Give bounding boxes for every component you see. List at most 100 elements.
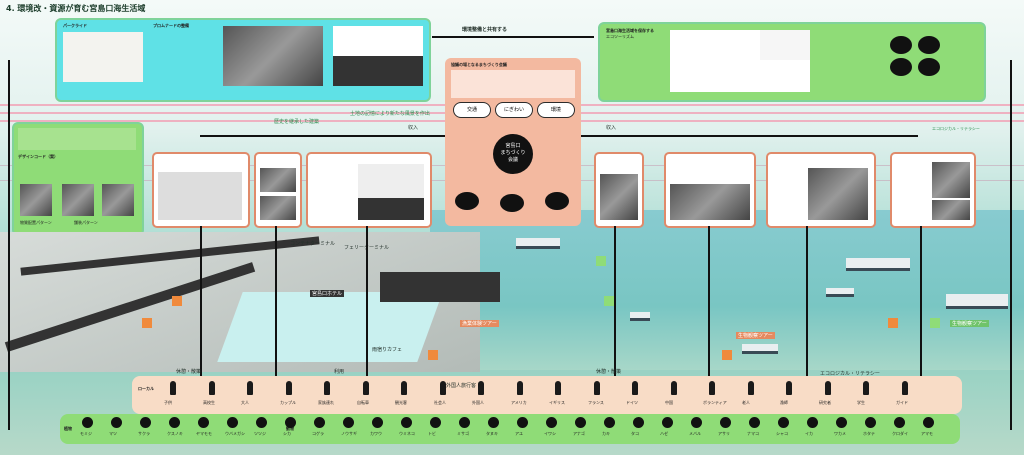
guide-label: 生物観察ツアー <box>950 320 989 327</box>
promenade-plan-image <box>223 26 323 86</box>
species-label: イワシ <box>544 431 556 436</box>
card-fish-market <box>594 152 644 228</box>
person-label: アメリカ <box>511 400 527 405</box>
card-island <box>890 152 976 228</box>
person-icon <box>478 381 484 395</box>
facility-icon <box>172 296 182 306</box>
person-label: ガイド <box>896 400 908 405</box>
design-code-title: デザインコード（案） <box>18 154 58 159</box>
people-category: ローカル <box>138 386 154 391</box>
person-icon <box>786 381 792 395</box>
core-text-2: まちづくり <box>500 150 526 156</box>
eco-photo <box>808 168 868 220</box>
sea-area <box>430 210 1024 370</box>
market-photo <box>600 174 638 220</box>
species-icon <box>604 417 615 428</box>
species-icon <box>343 417 354 428</box>
center-title: 協議の場となるまちづくり会議 <box>451 62 507 67</box>
connector-line <box>708 226 710 376</box>
species-label: アナゴ <box>573 431 585 436</box>
person-icon <box>440 381 446 395</box>
person-icon <box>209 381 215 395</box>
species-icon <box>169 417 180 428</box>
layout-pattern-image <box>20 184 52 216</box>
species-icon <box>865 417 876 428</box>
species-label: ホタテ <box>863 431 875 436</box>
panel-title: パークライド <box>63 23 87 28</box>
photo-image <box>260 196 296 220</box>
pill-traffic: 交通 <box>453 102 491 118</box>
species-icon <box>401 417 412 428</box>
species-icon <box>778 417 789 428</box>
species-strip: 植物 動物 <box>60 414 960 444</box>
cafe-label: 雨宿りカフェ <box>372 347 403 353</box>
species-label: ウバメガシ <box>225 431 245 436</box>
person-label: 家族連れ <box>318 400 334 405</box>
person-label: 自転車 <box>357 400 369 405</box>
species-label: ツツジ <box>254 431 266 436</box>
species-icon <box>720 417 731 428</box>
link-label: 環境整備と共有する <box>462 27 508 33</box>
species-label-animals: 動物 <box>286 426 294 431</box>
map-land <box>0 232 500 372</box>
connector-line <box>275 226 277 376</box>
species-label: ノウサギ <box>341 431 357 436</box>
concept-circle <box>890 36 912 54</box>
material-image <box>102 184 134 216</box>
person-icon <box>594 381 600 395</box>
person-icon <box>170 381 176 395</box>
island-photo-2 <box>932 200 970 220</box>
panel-subtitle: プロムナードの整備 <box>153 23 189 28</box>
person-label: 漁師 <box>780 400 788 405</box>
species-icon <box>691 417 702 428</box>
person-label: ボランティア <box>703 400 727 405</box>
connector-line <box>806 226 808 376</box>
container-terminal-label: コンテナターミナル <box>290 241 336 247</box>
species-label: ヤマモモ <box>196 431 212 436</box>
person-label: 高校生 <box>203 400 215 405</box>
hotel-label: 宮島口ホテル <box>310 290 345 297</box>
person-label: 老人 <box>742 400 750 405</box>
nature-icon <box>604 296 614 306</box>
species-icon <box>227 417 238 428</box>
species-icon <box>575 417 586 428</box>
person-icon <box>401 381 407 395</box>
person-icon <box>825 381 831 395</box>
person-icon <box>363 381 369 395</box>
actor-circle <box>455 192 479 210</box>
group-label: 休憩・散策 <box>176 369 202 375</box>
species-label: シカ <box>283 431 291 436</box>
facility-icon <box>428 350 438 360</box>
person-icon <box>555 381 561 395</box>
person-icon <box>632 381 638 395</box>
group-label: 外国人旅行客 <box>446 383 477 389</box>
species-label: ワカメ <box>834 431 846 436</box>
building-section <box>358 164 424 220</box>
flow-line-left <box>200 135 445 137</box>
top-left-panel: パークライド プロムナードの整備 <box>55 18 431 102</box>
group-label: 休憩・散策 <box>596 369 622 375</box>
boat-icon <box>826 288 854 297</box>
layout-pattern-label: 物質配置パターン <box>20 220 52 225</box>
species-label: アマモ <box>921 431 933 436</box>
flow-line-right <box>581 135 918 137</box>
hotel-building <box>217 292 443 362</box>
central-meeting-box: 協議の場となるまちづくり会議 交通 にぎわい 環境 宮島口 まちづくり 会議 <box>445 58 581 226</box>
species-label: カキ <box>602 431 610 436</box>
top-right-panel: 宮島口海生活域を保存する エコツーリズム <box>598 22 986 102</box>
species-label: モミジ <box>80 431 92 436</box>
species-icon <box>546 417 557 428</box>
fishing-photo <box>670 184 750 220</box>
eco-tour-label: 生物観察ツアー <box>736 332 775 339</box>
person-icon <box>286 381 292 395</box>
species-icon <box>111 417 122 428</box>
hill-sketch <box>760 30 810 60</box>
connector-line <box>200 226 202 376</box>
left-design-panel: デザインコード（案） 物質配置パターン 舗装パターン <box>12 122 144 236</box>
road <box>4 262 256 352</box>
species-label: アユ <box>515 431 523 436</box>
design-intro <box>18 128 136 150</box>
ferry-icon <box>846 258 910 271</box>
species-label: アサリ <box>718 431 730 436</box>
tour-label: 漁業体験ツアー <box>460 320 499 327</box>
